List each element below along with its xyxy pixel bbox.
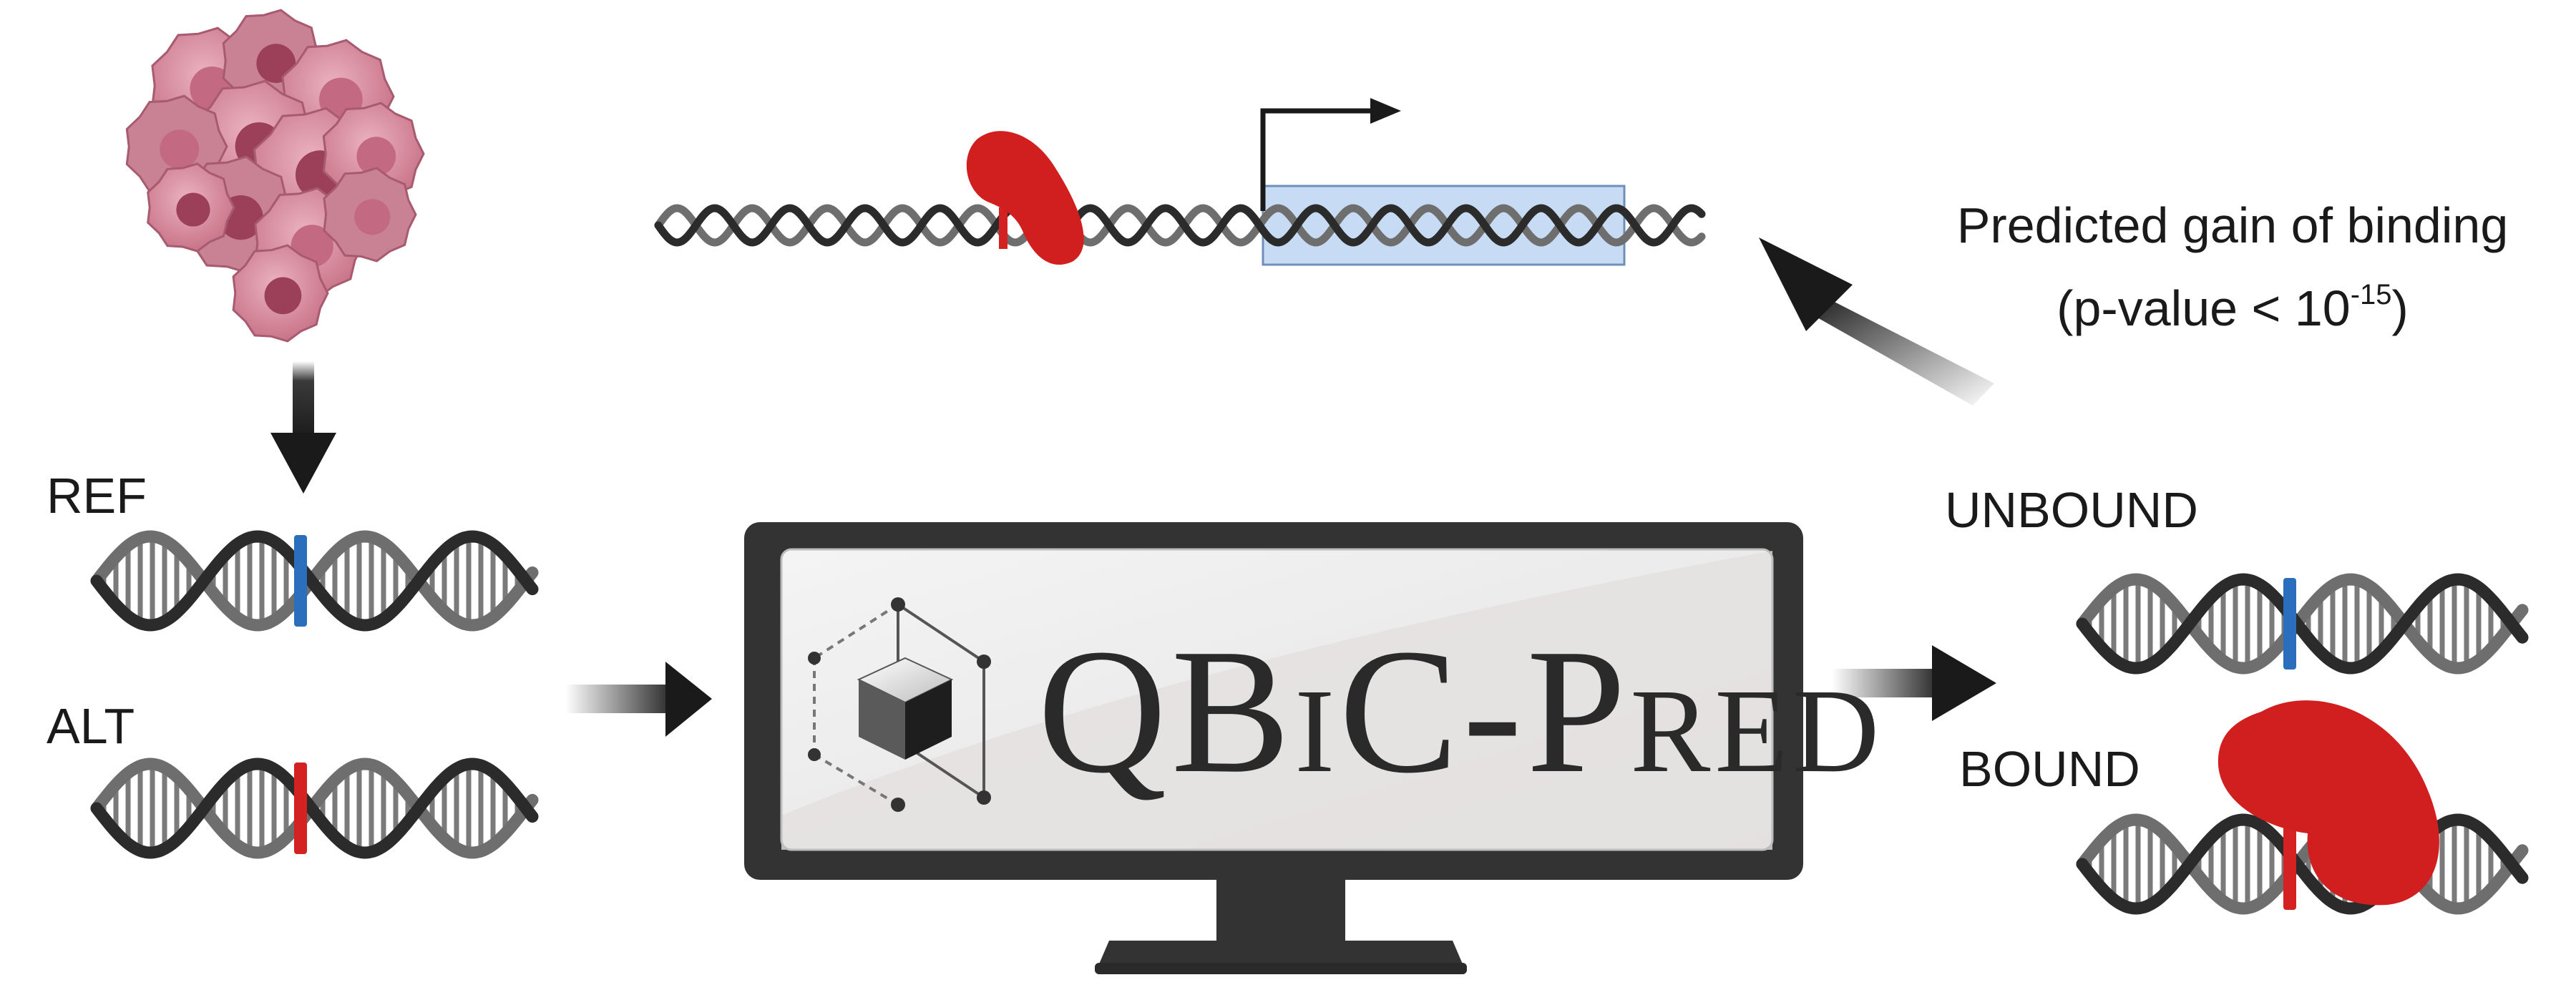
bound-label: BOUND — [1959, 741, 2140, 797]
ref-allele-mark — [294, 535, 307, 627]
qbic-pred-logo-text: QBIC-PRED — [1038, 622, 1883, 801]
logo-b: B — [1171, 612, 1295, 810]
cell-nucleus — [356, 137, 396, 176]
logo-p: P — [1526, 612, 1631, 810]
input-arrow — [565, 662, 712, 737]
dna-strand-front — [90, 758, 539, 859]
logo-q: Q — [1038, 612, 1171, 810]
cell-nucleus — [354, 199, 391, 235]
tumor-cell-cluster-icon — [125, 9, 425, 343]
logo-dash: - — [1463, 612, 1527, 810]
gain-arrow — [1759, 237, 1994, 406]
ref-label: REF — [47, 468, 147, 524]
unbound-dna-helix — [2076, 573, 2529, 675]
monitor — [744, 522, 1803, 974]
logo-i: I — [1294, 665, 1340, 798]
transcription-factor-icon — [2218, 700, 2439, 906]
p-value-prefix: (p-value < 10 — [2057, 280, 2351, 336]
dna-strand-front — [654, 204, 1706, 247]
output-arrow — [1832, 645, 1996, 721]
p-value-label: (p-value < 10-15) — [1889, 280, 2576, 333]
p-value-exponent: -15 — [2350, 279, 2392, 310]
unbound-allele-mark — [2283, 578, 2296, 670]
dna-strand-back — [2076, 573, 2529, 675]
alt-label: ALT — [47, 698, 135, 754]
logo-c: C — [1339, 612, 1463, 810]
dna-strand-front — [2076, 813, 2529, 915]
top-transcription-factor-icon — [966, 131, 1084, 265]
p-value-suffix: ) — [2391, 280, 2409, 336]
cell-nucleus — [264, 277, 302, 315]
unbound-label: UNBOUND — [1945, 482, 2198, 538]
cell-nucleus — [160, 129, 200, 169]
dna-strand-front — [2076, 573, 2529, 675]
down-arrow — [270, 361, 336, 494]
ref-dna-helix — [90, 530, 539, 632]
dna-strand-back — [2076, 813, 2529, 915]
dna-strand-front — [90, 530, 539, 632]
bound-allele-mark — [2283, 818, 2296, 910]
promoter-dna-strand — [654, 204, 1706, 247]
dna-strand-back — [654, 204, 1706, 247]
transcription-start-arrow-icon — [1260, 98, 1401, 211]
cube-logo-icon — [808, 597, 991, 812]
logo-red: RED — [1630, 665, 1884, 798]
alt-dna-helix — [90, 758, 539, 859]
cell-nucleus — [176, 192, 210, 227]
predicted-gain-label: Predicted gain of binding — [1956, 197, 2509, 253]
top-alt-allele-mark — [999, 207, 1008, 249]
alt-allele-mark — [294, 763, 307, 854]
